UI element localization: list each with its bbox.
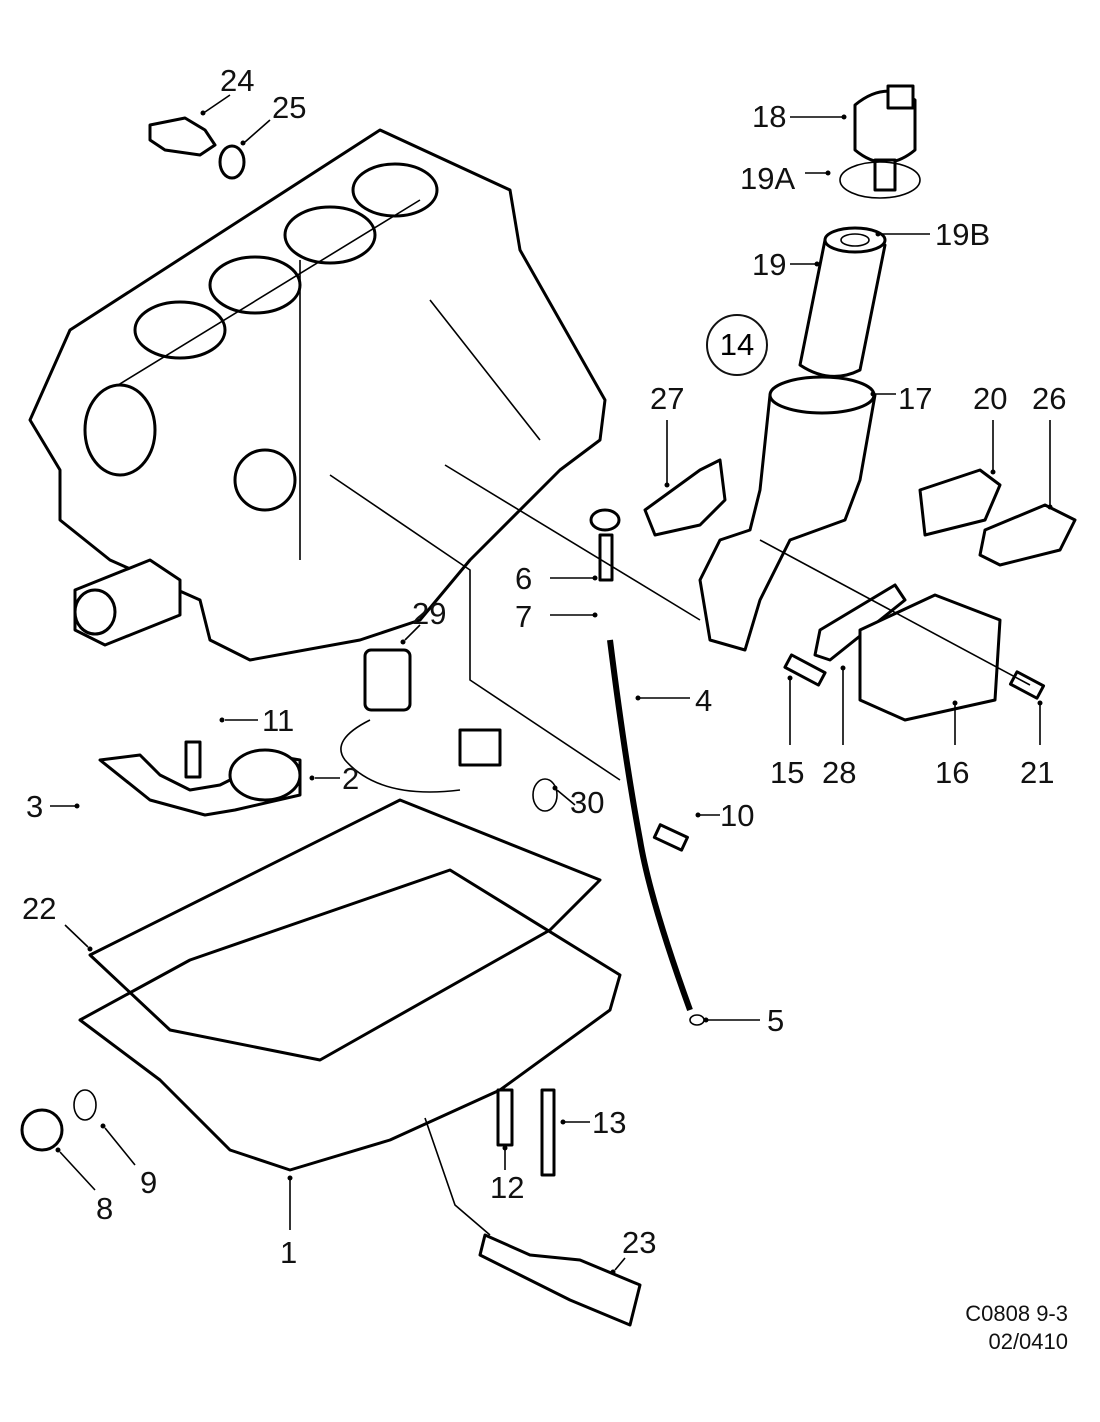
callout-1: 1 xyxy=(280,1235,298,1270)
callout-25: 25 xyxy=(272,90,307,125)
solenoid-valve xyxy=(340,648,502,793)
callout-27: 27 xyxy=(650,381,685,416)
callout-8: 8 xyxy=(96,1191,114,1226)
engine-block xyxy=(28,128,607,662)
dipstick xyxy=(589,508,621,582)
callout-3: 3 xyxy=(26,789,44,824)
callout-19: 19 xyxy=(752,247,787,282)
gasket-26 xyxy=(978,503,1077,567)
reference-date-code: 02/0410 xyxy=(988,1329,1068,1354)
callout-2: 2 xyxy=(342,761,360,796)
bolt-21 xyxy=(1008,670,1046,700)
callout-19b: 19B xyxy=(935,217,991,252)
bolt-13 xyxy=(540,1088,556,1177)
callout-23: 23 xyxy=(622,1225,657,1260)
callout-12: 12 xyxy=(490,1170,525,1205)
callout-7: 7 xyxy=(515,599,533,634)
callout-15: 15 xyxy=(770,755,805,790)
reference-footer: C0808 9-3 02/0410 xyxy=(965,1300,1068,1356)
leader-lines xyxy=(50,94,1053,1275)
group-callout-14: 14 xyxy=(706,314,768,376)
oil-pan-gasket xyxy=(88,798,602,1062)
callout-18: 18 xyxy=(752,99,787,134)
callout-6: 6 xyxy=(515,561,533,596)
callout-17: 17 xyxy=(898,381,933,416)
bolt-11 xyxy=(184,740,202,779)
callout-10: 10 xyxy=(720,798,755,833)
callout-19a: 19A xyxy=(740,161,796,196)
callout-5: 5 xyxy=(767,1003,785,1038)
callout-21: 21 xyxy=(1020,755,1055,790)
callout-26: 26 xyxy=(1032,381,1067,416)
callout-9: 9 xyxy=(140,1165,158,1200)
oil-pressure-switch xyxy=(148,116,217,157)
oil-filter-element xyxy=(798,226,887,378)
callout-16: 16 xyxy=(935,755,970,790)
oil-filter-housing xyxy=(698,375,877,652)
oil-pickup xyxy=(98,748,302,817)
callout-24: 24 xyxy=(220,63,255,98)
seal-washer xyxy=(218,144,246,180)
drain-plug xyxy=(20,1108,64,1152)
callout-28: 28 xyxy=(822,755,857,790)
oil-filter-cap xyxy=(853,84,917,192)
callout-29: 29 xyxy=(412,596,447,631)
bolt-12 xyxy=(496,1088,514,1147)
bolt-15 xyxy=(783,653,827,687)
callout-30: 30 xyxy=(570,785,605,820)
callout-13: 13 xyxy=(592,1105,627,1140)
oil-cooler xyxy=(858,593,1002,722)
flange-20 xyxy=(918,468,1002,537)
o-ring-5 xyxy=(689,1014,705,1026)
gasket-27 xyxy=(643,458,727,537)
dipstick-tube xyxy=(607,639,693,1012)
reference-code: C0808 9-3 xyxy=(965,1301,1068,1326)
o-ring-19a xyxy=(839,161,921,199)
seal-washer-9 xyxy=(73,1089,97,1121)
oil-level-sensor xyxy=(478,1233,642,1327)
callout-4: 4 xyxy=(695,683,713,718)
callout-11: 11 xyxy=(262,703,295,738)
o-ring-30 xyxy=(532,778,558,812)
callout-20: 20 xyxy=(973,381,1008,416)
callout-22: 22 xyxy=(22,891,57,926)
bolt-10 xyxy=(652,823,689,852)
